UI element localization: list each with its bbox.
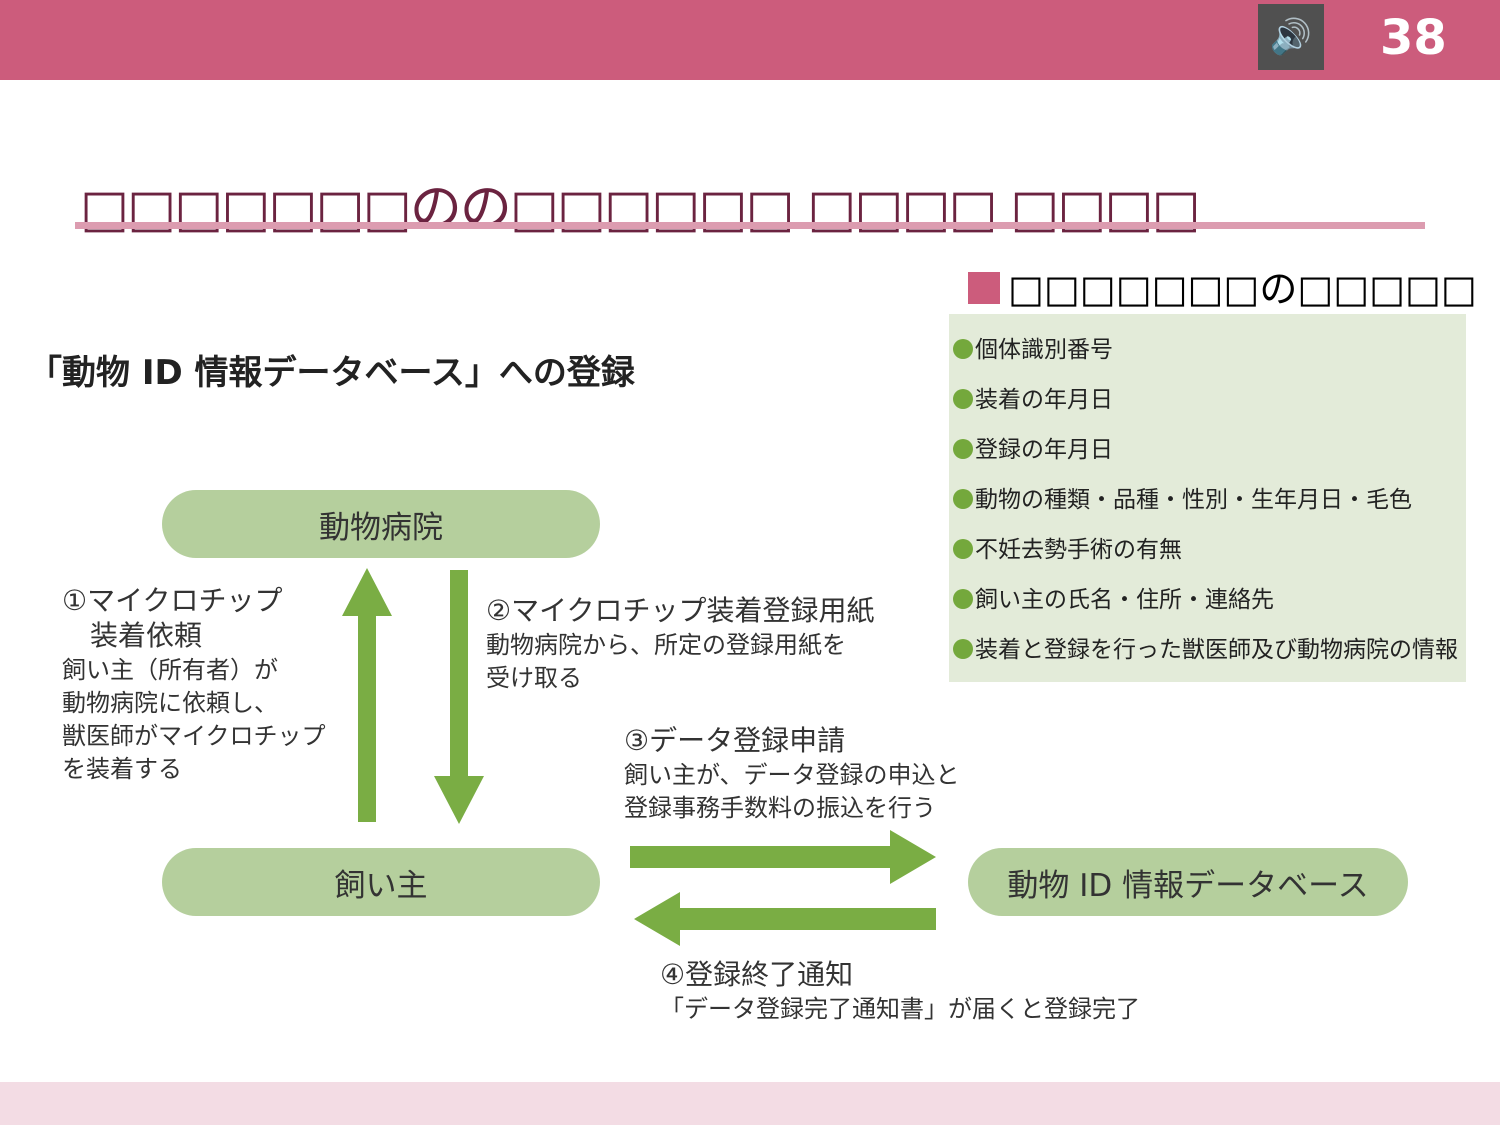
bullet-icon xyxy=(953,539,973,559)
bullet-icon xyxy=(953,489,973,509)
step1-text: ①マイクロチップ 装着依頼 飼い主（所有者）が 動物病院に依頼し、 獣医師がマイ… xyxy=(62,584,326,786)
step3-text: ③データ登録申請 飼い主が、データ登録の申込と 登録事務手数料の振込を行う xyxy=(624,724,960,825)
step1-line: 獣医師がマイクロチップ xyxy=(62,722,326,750)
page-number: 38 xyxy=(1380,10,1447,66)
step2-text: ②マイクロチップ装着登録用紙 動物病院から、所定の登録用紙を 受け取る xyxy=(486,594,875,695)
info-item: 装着の年月日 xyxy=(953,380,1113,414)
step3-line: 飼い主が、データ登録の申込と xyxy=(624,761,960,789)
step4-text: ④登録終了通知 「データ登録完了通知書」が届くと登録完了 xyxy=(660,958,1140,1026)
step2-title: ②マイクロチップ装着登録用紙 xyxy=(486,594,875,627)
info-item: 個体識別番号 xyxy=(953,330,1113,364)
node-owner: 飼い主 xyxy=(162,848,600,916)
info-item-text: 登録の年月日 xyxy=(975,437,1113,463)
bullet-icon xyxy=(953,639,973,659)
node-database: 動物 ID 情報データベース xyxy=(968,848,1408,916)
step1-title2: 装着依頼 xyxy=(90,619,203,652)
info-item-text: 不妊去勢手術の有無 xyxy=(975,537,1182,563)
slide-title: □□□□□□□のの□□□□□□ □□□□ □□□□ xyxy=(80,179,1201,239)
info-list: 個体識別番号 装着の年月日 登録の年月日 動物の種類・品種・性別・生年月日・毛色… xyxy=(949,314,1466,682)
step2-line: 受け取る xyxy=(486,664,582,692)
title-underline xyxy=(75,222,1425,229)
info-item: 動物の種類・品種・性別・生年月日・毛色 xyxy=(953,480,1412,514)
info-item-text: 個体識別番号 xyxy=(975,337,1113,363)
info-item: 登録の年月日 xyxy=(953,430,1113,464)
bullet-icon xyxy=(953,589,973,609)
step1-line: を装着する xyxy=(62,755,182,783)
arrow-left xyxy=(634,892,936,946)
info-item: 飼い主の氏名・住所・連絡先 xyxy=(953,580,1274,614)
step1-title: ①マイクロチップ xyxy=(62,584,283,617)
diagram-heading: 「動物 ID 情報データベース」への登録 xyxy=(28,353,635,393)
bullet-icon xyxy=(953,389,973,409)
step3-line: 登録事務手数料の振込を行う xyxy=(624,794,936,822)
step1-line: 飼い主（所有者）が xyxy=(62,656,278,684)
arrow-down xyxy=(434,570,484,824)
step4-line: 「データ登録完了通知書」が届くと登録完了 xyxy=(660,995,1140,1023)
header-bar xyxy=(0,0,1500,80)
bullet-icon xyxy=(953,439,973,459)
bullet-icon xyxy=(953,339,973,359)
info-item: 装着と登録を行った獣医師及び動物病院の情報 xyxy=(953,630,1458,664)
arrow-up xyxy=(342,568,392,822)
node-hospital: 動物病院 xyxy=(162,490,600,558)
speaker-icon[interactable]: 🔊 xyxy=(1258,4,1324,70)
info-subtitle: □□□□□□□の□□□□□ xyxy=(968,258,1477,313)
info-item-text: 動物の種類・品種・性別・生年月日・毛色 xyxy=(975,487,1412,513)
info-subtitle-text: □□□□□□□の□□□□□ xyxy=(1008,267,1477,311)
step4-title: ④登録終了通知 xyxy=(660,958,854,991)
step3-title: ③データ登録申請 xyxy=(624,724,846,757)
footer-band xyxy=(0,1082,1500,1125)
info-item-text: 装着と登録を行った獣医師及び動物病院の情報 xyxy=(975,637,1458,663)
info-item-text: 装着の年月日 xyxy=(975,387,1113,413)
step2-line: 動物病院から、所定の登録用紙を xyxy=(486,631,846,659)
square-bullet-icon xyxy=(968,272,1000,304)
info-item-text: 飼い主の氏名・住所・連絡先 xyxy=(975,587,1274,613)
step1-line: 動物病院に依頼し、 xyxy=(62,689,278,717)
info-item: 不妊去勢手術の有無 xyxy=(953,530,1182,564)
arrow-right xyxy=(630,830,936,884)
